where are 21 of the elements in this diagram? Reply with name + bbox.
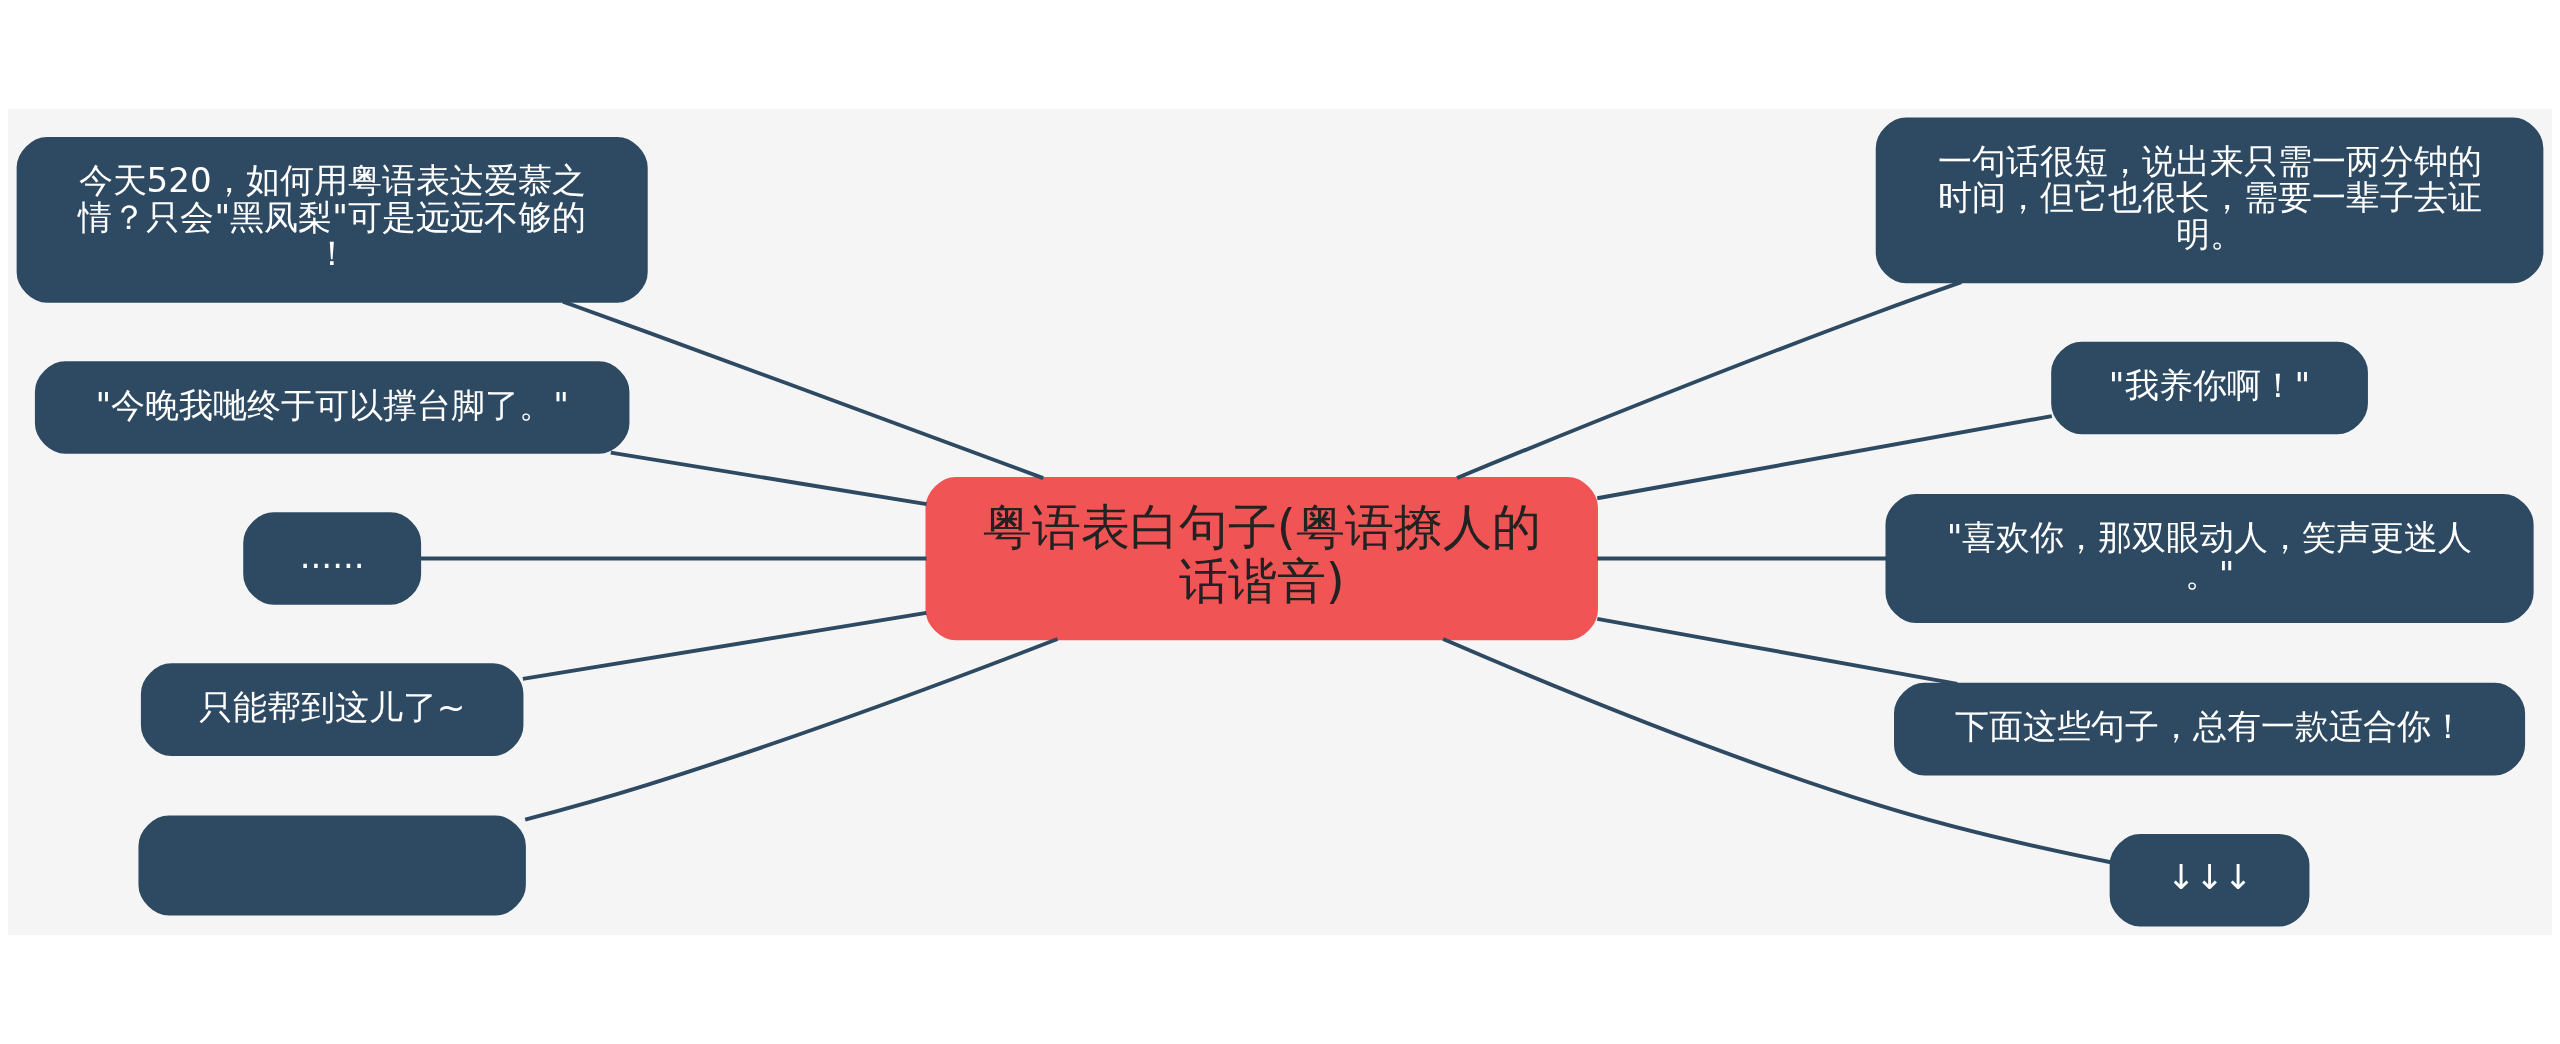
- connector: [1596, 616, 1958, 686]
- connector: [1456, 280, 1963, 480]
- node-box: 下面这些句子，总有一款适合你！: [1894, 682, 2526, 776]
- node-box: "喜欢你，那双眼动人，笑声更迷人。": [1885, 493, 2534, 624]
- connector: [1596, 414, 2053, 501]
- connector: [419, 556, 927, 561]
- node-box: 粤语表白句子(粤语撩人的话谐音): [925, 476, 1598, 641]
- connector: [610, 450, 927, 507]
- connector: [562, 299, 1044, 480]
- node-box: 一句话很短，说出来只需一两分钟的时间，但它也很长，需要一辈子去证明。: [1875, 117, 2544, 284]
- node-box: "我养你啊！": [2051, 341, 2368, 435]
- connector: [522, 611, 927, 681]
- node-box: ......: [243, 512, 422, 605]
- connector: [1442, 637, 2112, 865]
- connector: [524, 637, 1059, 822]
- node-box: [138, 815, 526, 916]
- node-box: 只能帮到这儿了~: [140, 663, 524, 756]
- connector: [1597, 556, 1887, 561]
- node-box: 今天520，如何用粤语表达爱慕之情？只会"黑凤梨"可是远远不够的！: [16, 137, 648, 303]
- node-box: ↓↓↓: [2109, 833, 2310, 927]
- node-box: "今晚我哋终于可以撑台脚了。": [34, 361, 630, 454]
